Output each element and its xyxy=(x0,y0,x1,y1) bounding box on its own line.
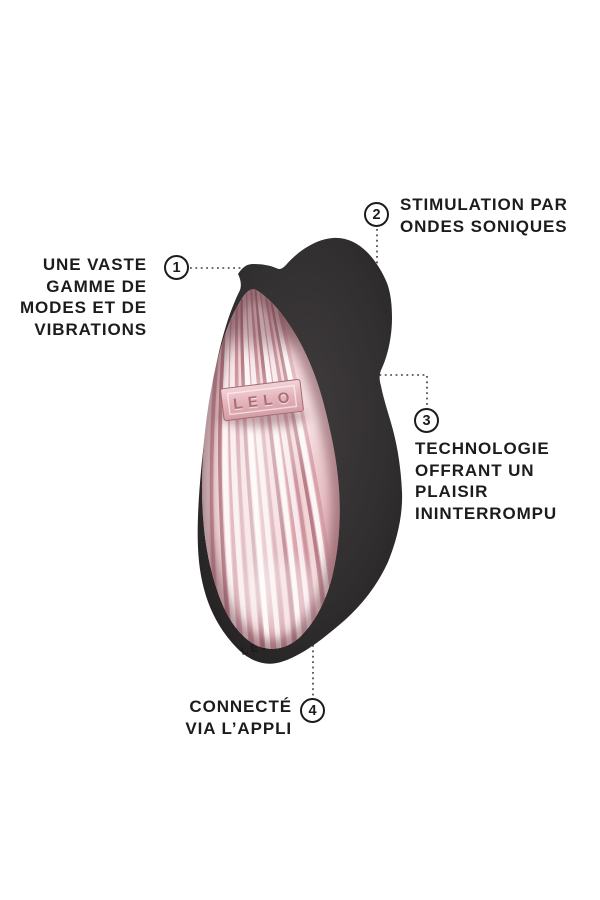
callout-number: 2 xyxy=(372,206,381,223)
panel-highlight xyxy=(230,375,282,625)
callout-text-3: TECHNOLOGIE OFFRANT UN PLAISIR ININTERRO… xyxy=(415,438,557,524)
device-front-panel: LELO LELO xyxy=(201,289,340,649)
callout-line: ONDES SONIQUES xyxy=(400,216,568,236)
callout-line: GAMME DE xyxy=(46,276,147,296)
callout-line: PLAISIR xyxy=(415,482,489,501)
callout-marker-4: 4 xyxy=(300,698,325,723)
callout-text-2: STIMULATION PAR ONDES SONIQUES xyxy=(400,194,568,237)
callout-marker-3: 3 xyxy=(414,408,439,433)
callout-line: ININTERROMPU xyxy=(415,503,558,523)
callout-number: 1 xyxy=(172,259,181,276)
leader-line-3 xyxy=(374,374,428,406)
callout-line: TECHNOLOGIE xyxy=(415,439,550,458)
callout-text-4: CONNECTÉ VIA L’APPLI xyxy=(185,696,292,739)
callout-marker-2: 2 xyxy=(364,202,389,227)
callout-marker-1: 1 xyxy=(164,255,189,280)
panel-highlight xyxy=(245,560,325,636)
callout-line: UNE VASTE xyxy=(42,255,147,274)
callout-line: VIA L’APPLI xyxy=(185,718,292,738)
callout-line: VIBRATIONS xyxy=(34,319,147,339)
callout-line: STIMULATION PAR xyxy=(400,195,568,214)
panel-edge-shadow xyxy=(201,289,340,649)
brand-plate: LELO LELO xyxy=(220,379,304,421)
callout-number: 4 xyxy=(308,702,317,719)
callout-text-1: UNE VASTE GAMME DE MODES ET DE VIBRATION… xyxy=(20,254,147,340)
callout-line: MODES ET DE xyxy=(19,298,147,317)
callout-line: CONNECTÉ xyxy=(189,697,292,716)
callout-number: 3 xyxy=(422,412,431,429)
callout-line: OFFRANT UN xyxy=(415,460,535,480)
